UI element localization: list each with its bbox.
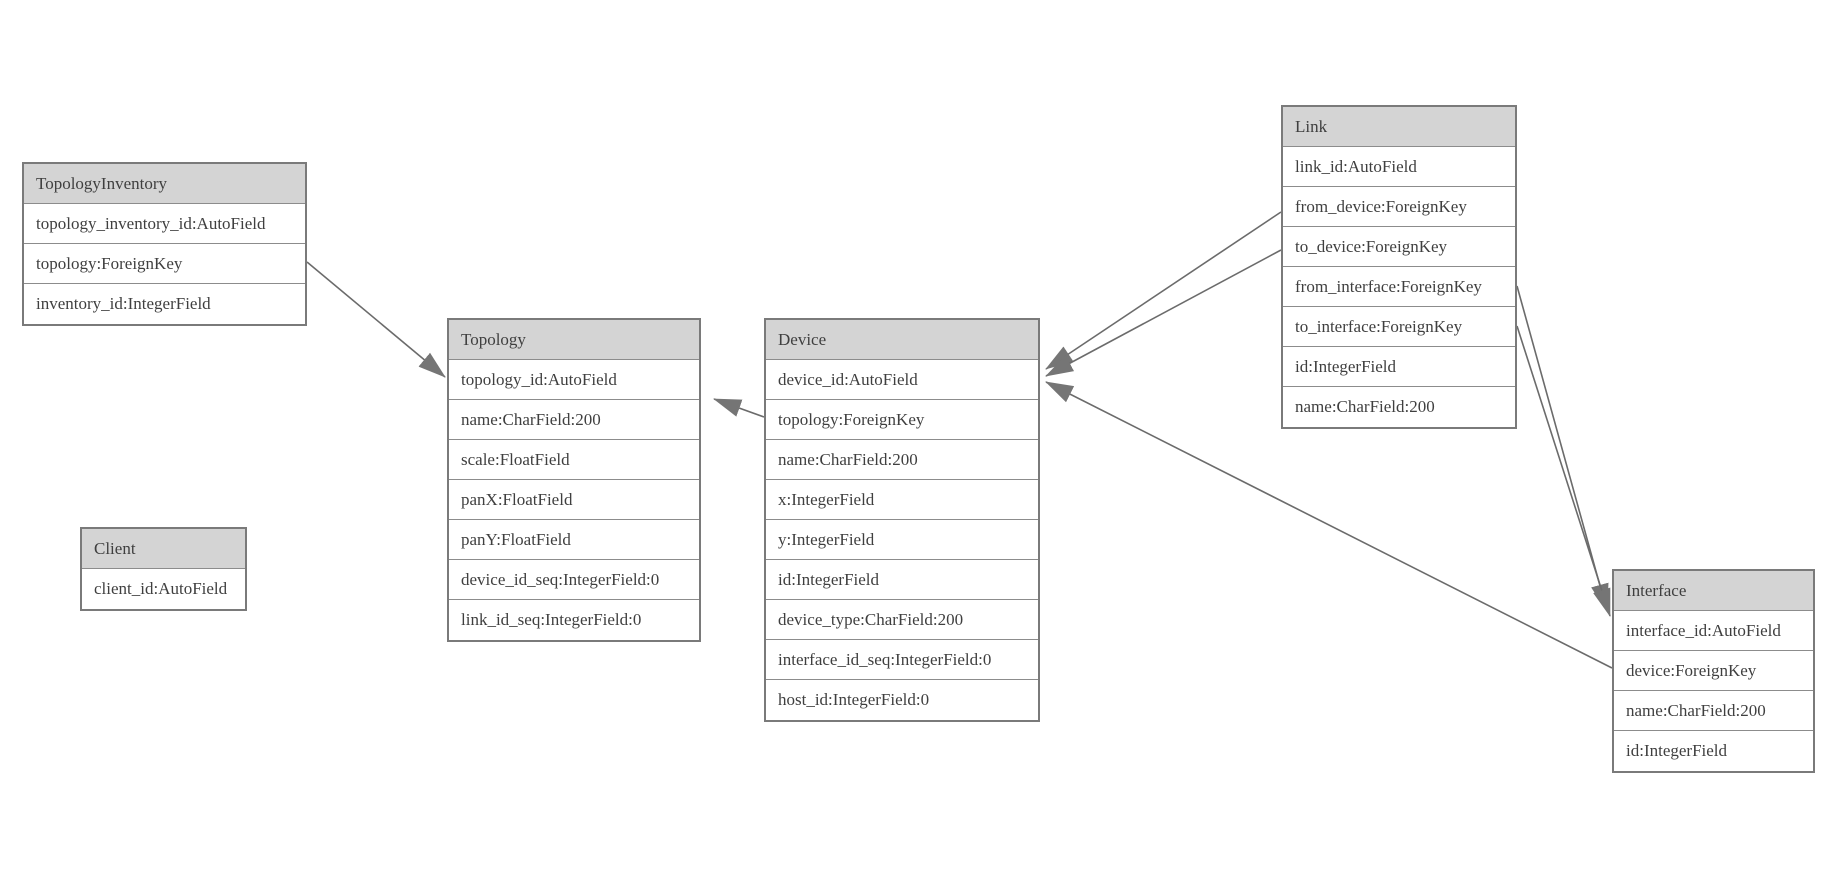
entity-field-row: name:CharField:200 bbox=[1614, 691, 1813, 731]
entity-field-row: device_type:CharField:200 bbox=[766, 600, 1038, 640]
entity-field-row: from_interface:ForeignKey bbox=[1283, 267, 1515, 307]
entity-field-row: host_id:IntegerField:0 bbox=[778, 690, 930, 709]
edge-topologyinventory-topology bbox=[306, 261, 446, 378]
edge-link-to_device-device bbox=[1045, 249, 1282, 377]
entity-field-row: from_device:ForeignKey bbox=[1283, 187, 1515, 227]
entity-field-row: interface_id:AutoField bbox=[1614, 611, 1813, 651]
entity-field-row: device:ForeignKey bbox=[1614, 651, 1813, 691]
edge-link-from_device-device bbox=[1045, 211, 1282, 370]
entity-field-row: device_id:AutoField bbox=[766, 360, 1038, 400]
entity-field-row: id:IntegerField bbox=[1283, 347, 1515, 387]
entity-field-row: to_interface:ForeignKey bbox=[1283, 307, 1515, 347]
entity-field-row: panX:FloatField bbox=[449, 480, 699, 520]
entity-field-row: topology:ForeignKey bbox=[766, 400, 1038, 440]
entity-field-row: x:IntegerField bbox=[766, 480, 1038, 520]
entity-field-row: panY:FloatField bbox=[449, 520, 699, 560]
entity-title: Client bbox=[82, 529, 245, 569]
entity-title: Device bbox=[766, 320, 1038, 360]
entity-field-row: interface_id_seq:IntegerField:0 bbox=[766, 640, 1038, 680]
entity-field-row: client_id:AutoField bbox=[94, 579, 228, 598]
entity-field-row: link_id:AutoField bbox=[1283, 147, 1515, 187]
entity-field-row: name:CharField:200 bbox=[766, 440, 1038, 480]
entity-field-row: name:CharField:200 bbox=[1295, 397, 1435, 416]
entity-field-row: to_device:ForeignKey bbox=[1283, 227, 1515, 267]
entity-field-row: inventory_id:IntegerField bbox=[36, 294, 211, 313]
entity-field-row: link_id_seq:IntegerField:0 bbox=[461, 610, 642, 629]
edge-device-topology bbox=[713, 398, 765, 418]
entity-field-row: id:IntegerField bbox=[766, 560, 1038, 600]
entity-title: Topology bbox=[449, 320, 699, 360]
entity-field-row: scale:FloatField bbox=[449, 440, 699, 480]
entity-field-row: id:IntegerField bbox=[1626, 741, 1728, 760]
entity-title: Interface bbox=[1614, 571, 1813, 611]
edge-interface-device bbox=[1045, 381, 1613, 669]
entity-field-row: y:IntegerField bbox=[766, 520, 1038, 560]
entity-title: TopologyInventory bbox=[24, 164, 305, 204]
edge-link-from_interface-interface bbox=[1516, 285, 1609, 612]
entity-field-row: name:CharField:200 bbox=[449, 400, 699, 440]
entity-field-row: topology:ForeignKey bbox=[24, 244, 305, 284]
entity-field-row: topology_id:AutoField bbox=[449, 360, 699, 400]
entity-client[interactable]: Client client_id:AutoField bbox=[80, 527, 247, 611]
entity-title: Link bbox=[1283, 107, 1515, 147]
entity-field-row: topology_inventory_id:AutoField bbox=[24, 204, 305, 244]
edge-link-to_interface-interface bbox=[1516, 325, 1611, 617]
edge-group bbox=[306, 211, 1613, 669]
entity-field-row: device_id_seq:IntegerField:0 bbox=[449, 560, 699, 600]
